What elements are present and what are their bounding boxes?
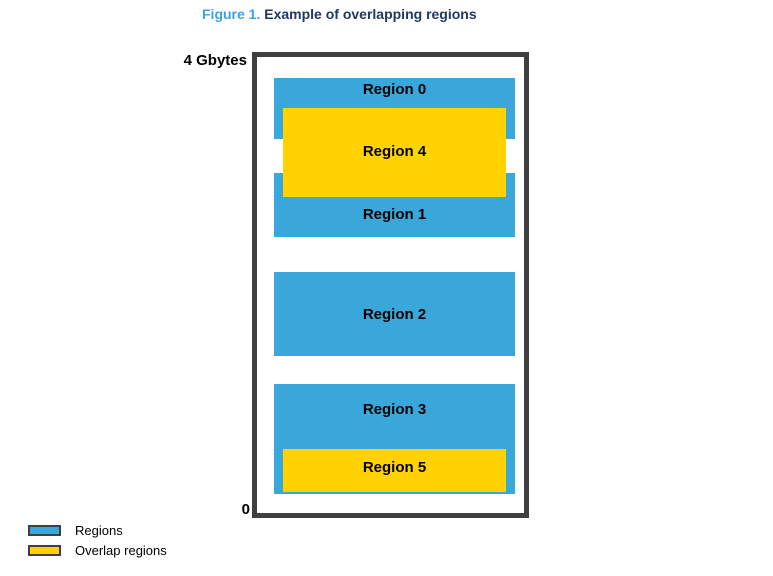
- overlap-region-4-rect: [283, 108, 506, 197]
- legend-item-overlap-regions: Overlap regions: [28, 542, 167, 558]
- figure-caption: Figure 1. Example of overlapping regions: [202, 6, 477, 22]
- region-3-label: Region 3: [362, 401, 427, 418]
- figure-title-text: Example of overlapping regions: [264, 6, 477, 22]
- address-bottom-label: 0: [241, 501, 250, 518]
- region-2-label: Region 2: [362, 306, 427, 323]
- address-top-label: 4 Gbytes: [183, 52, 247, 69]
- figure-number: Figure 1.: [202, 6, 261, 22]
- legend-overlap-regions-label: Overlap regions: [75, 542, 167, 558]
- region-4-label: Region 4: [362, 143, 427, 160]
- region-5-label: Region 5: [362, 459, 427, 476]
- overlap-region-5-rect: [283, 449, 506, 492]
- legend-item-regions: Regions: [28, 522, 123, 538]
- region-2-rect: [274, 272, 515, 356]
- region-0-label: Region 0: [362, 81, 427, 98]
- regions-swatch-icon: [28, 524, 61, 536]
- legend-regions-label: Regions: [75, 522, 123, 538]
- region-1-label: Region 1: [362, 206, 427, 223]
- overlap-regions-swatch-icon: [28, 544, 61, 556]
